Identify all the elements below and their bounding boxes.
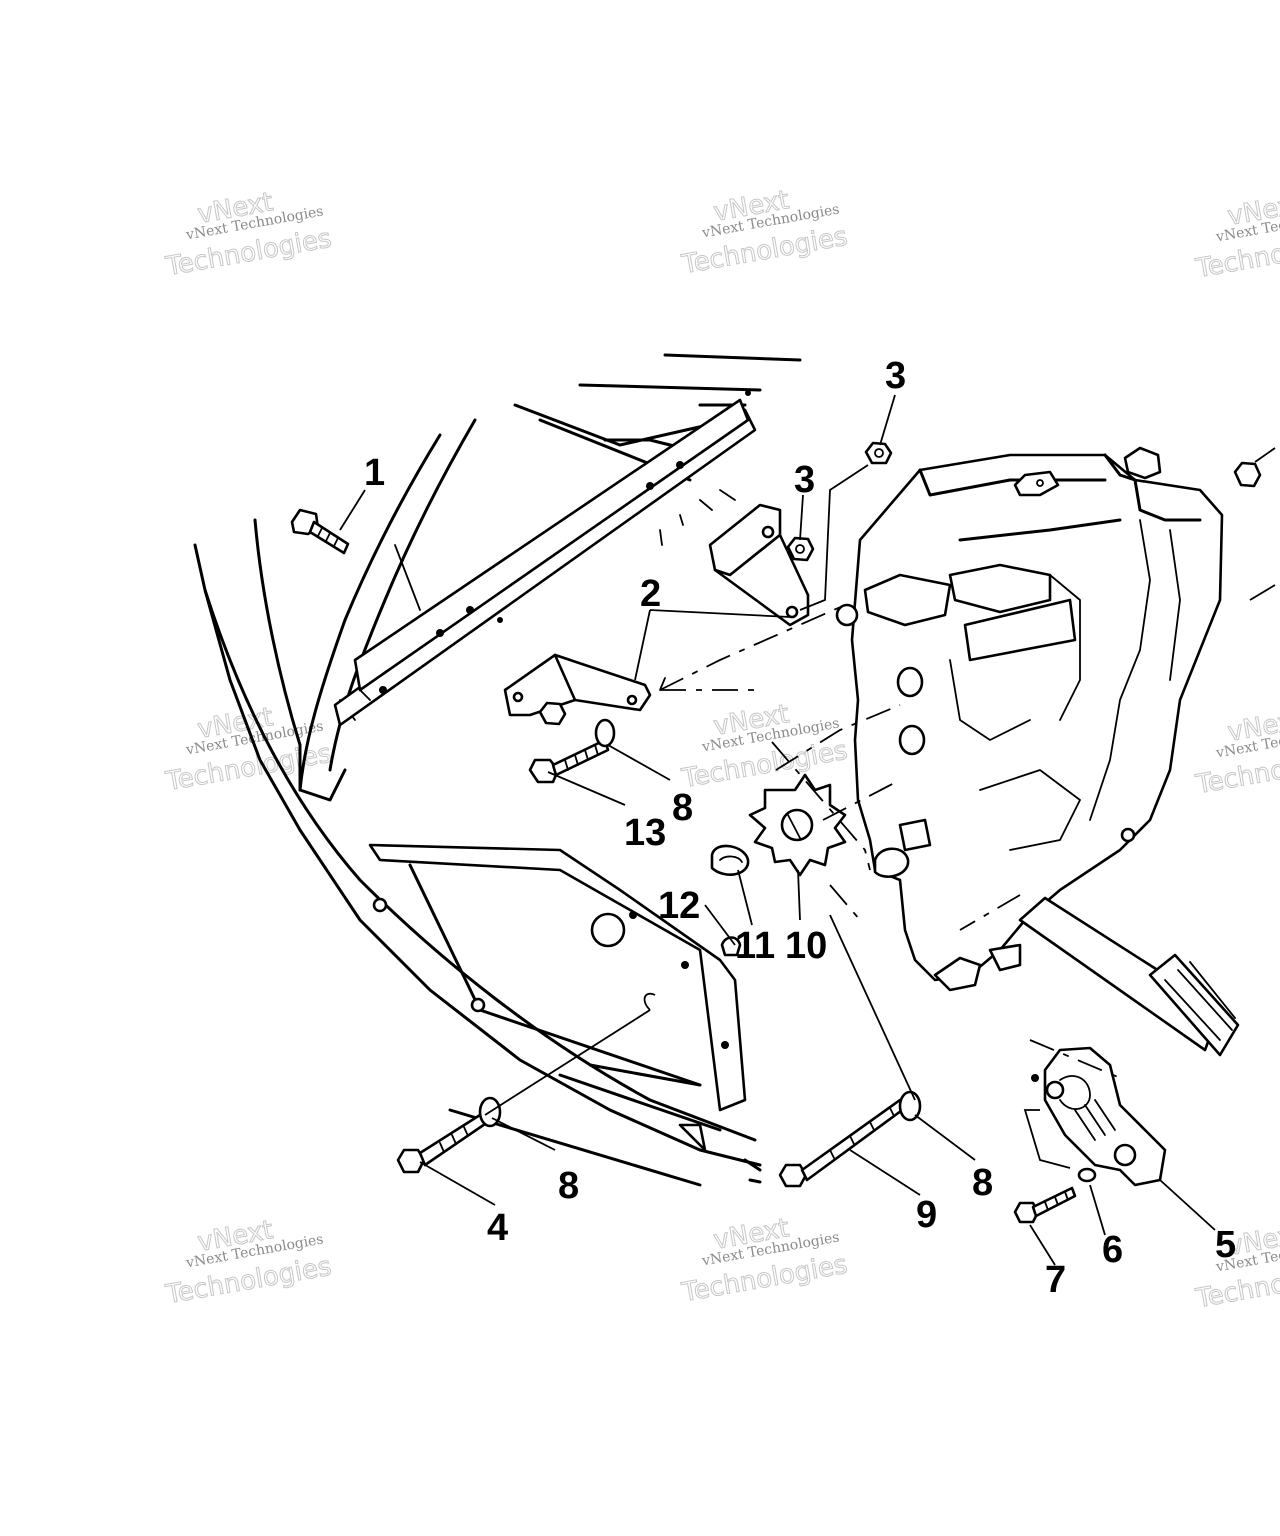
watermark-top-left: vNext vNext Technologies Technologies [163,187,335,283]
bolt-part-13 [528,718,616,784]
right-edge-partial-nut [1233,447,1276,601]
bolt-part-4 [396,1113,487,1174]
callout-11: 11 [735,925,775,967]
bearing-cap-part-5 [1031,1046,1167,1187]
callout-12: 12 [658,885,700,927]
bolt-part-7 [1013,1186,1077,1224]
nut-part-3-top [864,441,893,465]
callout-3-top: 3 [885,355,906,397]
callout-6: 6 [1102,1229,1123,1271]
bracket-upper-part-2 [708,503,810,627]
callout-13: 13 [624,812,666,854]
nut-part-3-lower [786,536,815,562]
nut-on-lower-bracket [538,701,567,726]
assembly-centerlines [659,604,1126,1081]
watermark-bottom-center: vNext vNext Technologies Technologies [679,1213,851,1309]
vehicle-frame [193,353,802,1187]
callout-3-lower: 3 [794,459,815,501]
callout-5: 5 [1215,1224,1236,1266]
leader-lines [339,394,1216,1266]
watermark-top-right: vNext vNext Technologies Technologies [1193,189,1280,285]
bolt-part-1 [290,508,350,555]
callout-1: 1 [364,452,385,494]
watermark-bottom-left: vNext vNext Technologies Technologies [163,1215,335,1311]
callout-numbers: 1 2 3 3 13 8 12 11 10 4 8 9 8 7 6 5 [364,355,1236,1301]
snap-ring-part-11 [710,844,750,876]
watermark-middle-center: vNext vNext Technologies Technologies [679,699,851,795]
transmission-gearbox [835,446,1240,1057]
callout-8-left: 8 [558,1165,579,1207]
bracket-lower-part-2 [503,653,652,717]
callout-9: 9 [916,1194,937,1236]
callout-7: 7 [1045,1259,1066,1301]
retaining-clip-part-12 [720,936,742,957]
callout-2: 2 [640,573,661,615]
callout-10: 10 [785,925,827,967]
callout-8-right: 8 [972,1162,993,1204]
watermark-middle-right: vNext vNext Technologies Technologies [1193,705,1280,801]
sprocket-part-10 [748,773,847,877]
callout-8-upper: 8 [672,787,693,829]
callout-4: 4 [487,1207,508,1249]
washer-part-6 [1077,1167,1097,1183]
watermark-top-center: vNext vNext Technologies Technologies [679,185,851,281]
